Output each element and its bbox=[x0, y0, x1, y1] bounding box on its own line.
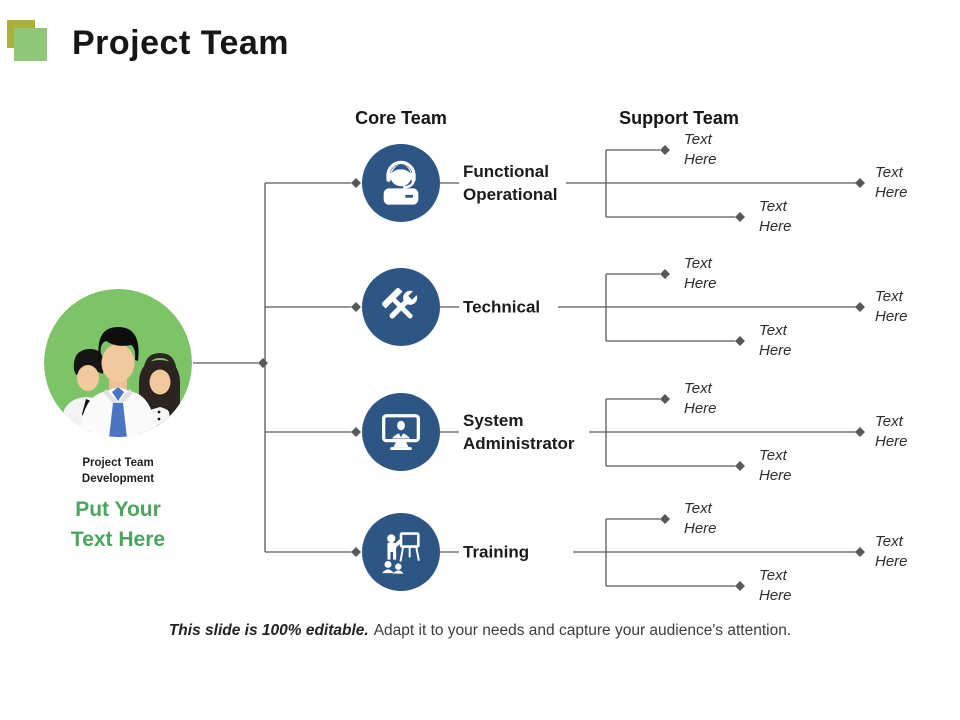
photo-caption: Project Team Development bbox=[43, 455, 193, 487]
photo-caption-line1: Project Team bbox=[82, 457, 154, 469]
team-photo-illustration bbox=[44, 289, 192, 437]
training-presentation-icon bbox=[382, 532, 420, 574]
tools-icon bbox=[381, 287, 419, 319]
team-photo bbox=[43, 288, 193, 438]
put-your-text-here: Put Your Text Here bbox=[70, 498, 166, 551]
node-functional-operational bbox=[362, 144, 440, 222]
node-system-administrator bbox=[362, 393, 440, 471]
core-team-header: Core Team bbox=[355, 108, 447, 128]
photo-caption-line2: Development bbox=[81, 473, 155, 485]
node-technical bbox=[362, 268, 440, 346]
label-functional-operational: Functional Operational bbox=[463, 162, 558, 204]
label-system-administrator: System Administrator bbox=[463, 411, 575, 453]
footer-note: This slide is 100% editable.Adapt it to … bbox=[0, 622, 960, 640]
label-training: Training bbox=[463, 542, 530, 562]
page-title: Project Team bbox=[72, 24, 290, 62]
title-accent-square-front bbox=[14, 28, 47, 61]
monitor-user-icon bbox=[382, 414, 420, 450]
footer-regular-text: Adapt it to your needs and capture your … bbox=[373, 622, 792, 639]
headset-agent-icon bbox=[383, 160, 419, 205]
footer-bold-text: This slide is 100% editable. bbox=[168, 622, 369, 639]
label-technical: Technical bbox=[463, 297, 541, 317]
support-team-header: Support Team bbox=[619, 108, 739, 128]
node-training bbox=[362, 513, 440, 591]
